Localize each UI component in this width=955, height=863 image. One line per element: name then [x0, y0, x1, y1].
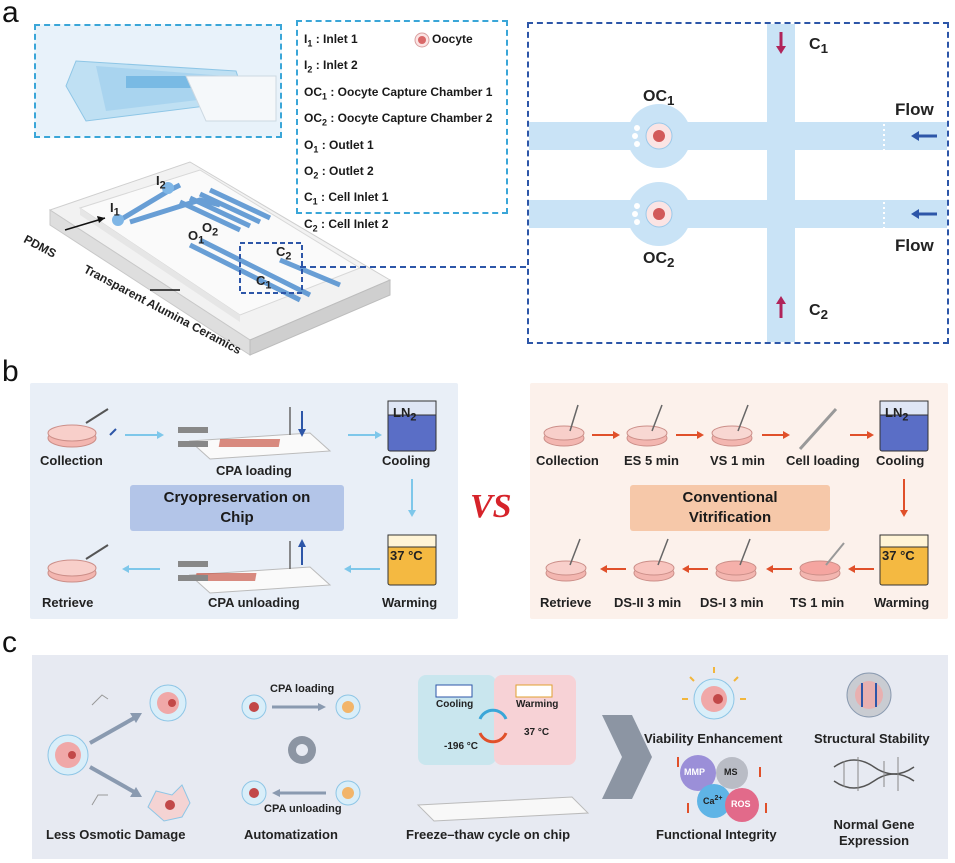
zoom-label-oc1: OC1 [643, 88, 675, 109]
chip-3d-diagram [48, 161, 392, 356]
oocyte-icon [414, 32, 430, 48]
ln2-label-right: LN2 [885, 405, 909, 424]
step-warming: Warming [382, 595, 438, 610]
chip-workflow-box: LN2 37 °C Collection CPA loading Cooling… [30, 383, 458, 619]
step-collection: Collection [40, 453, 103, 468]
label-i1: I1 [110, 200, 120, 219]
conv-title-line2: Vitrification [688, 509, 772, 526]
legend-item: C2 : Cell Inlet 2 [304, 216, 389, 234]
label-c2: C2 [276, 244, 292, 263]
chip-photo-frame [34, 24, 282, 138]
conv-title-line1: Conventional [682, 489, 778, 506]
conv-step-collection: Collection [536, 453, 599, 468]
chip-photo [36, 26, 280, 136]
legend-item: O2 : Outlet 2 [304, 163, 374, 181]
legend-item: I1 : Inlet 1 [304, 32, 358, 49]
conventional-workflow-graphics [543, 400, 929, 586]
conv-step-ds1: DS-I 3 min [700, 595, 764, 610]
chip-title-line1: Cryopreservation on [163, 489, 311, 506]
legend-item: OC2 : Oocyte Capture Chamber 2 [304, 111, 493, 128]
zoom-channels [529, 24, 947, 342]
panel-a-letter: a [2, 0, 19, 29]
label-c-cpa-loading: CPA loading [270, 683, 335, 695]
label-normal-gene-line2: Expression [838, 833, 910, 848]
chip-title-box: Cryopreservation on Chip [130, 485, 344, 531]
zoom-label-flow-1: Flow [895, 100, 934, 119]
conv-step-es: ES 5 min [624, 453, 679, 468]
ln2-label-left: LN2 [393, 405, 417, 424]
zoom-label-c2: C2 [809, 302, 828, 323]
conv-step-cooling: Cooling [876, 453, 925, 468]
zoom-label-c1: C1 [809, 36, 828, 57]
benefits-graphics [47, 667, 915, 822]
label-viability: Viability Enhancement [644, 731, 783, 746]
panel-c-letter: c [2, 626, 17, 659]
legend-box: I1 : Inlet 1 I2 : Inlet 2 OC1 : Oocyte C… [296, 20, 508, 233]
legend-oocyte-label: Oocyte [432, 32, 473, 46]
chip-title-line2: Chip [220, 509, 254, 526]
conv-step-ds2: DS-II 3 min [614, 595, 682, 610]
conv-step-cell-loading: Cell loading [786, 453, 860, 468]
conv-step-ts: TS 1 min [790, 595, 845, 610]
panel-b-letter: b [2, 355, 19, 388]
label-c1: C1 [256, 273, 272, 292]
zoom-label-oc2: OC2 [643, 250, 675, 271]
label-ros: ROS [731, 799, 751, 809]
conv-step-vs: VS 1 min [710, 453, 765, 468]
label-less-osmotic: Less Osmotic Damage [46, 827, 186, 842]
zoom-panel: C1 C2 OC1 OC2 Flow Flow [527, 22, 949, 344]
step-retrieve: Retrieve [42, 595, 94, 610]
conventional-workflow-box: LN2 37 °C Collection ES 5 min VS 1 min C… [530, 383, 948, 619]
zoom-label-flow-2: Flow [895, 236, 934, 255]
label-c-cpa-unloading: CPA unloading [264, 803, 342, 815]
step-cooling: Cooling [382, 453, 431, 468]
legend-item: OC1 : Oocyte Capture Chamber 1 [304, 84, 493, 102]
label-minus196: -196 °C [444, 741, 479, 752]
legend-list: I1 : Inlet 1 I2 : Inlet 2 OC1 : Oocyte C… [304, 28, 492, 239]
legend-item: C1 : Cell Inlet 1 [304, 190, 389, 207]
label-c-warming: Warming [516, 699, 559, 710]
conv-step-retrieve: Retrieve [540, 595, 592, 610]
label-i2: I2 [156, 173, 166, 192]
vs-label: VS [470, 488, 512, 525]
zoom-connector [300, 266, 528, 268]
label-mmp: MMP [684, 767, 705, 777]
label-c-cooling: Cooling [436, 699, 474, 710]
label-o2: O2 [202, 220, 219, 239]
step-cpa-unloading: CPA unloading [208, 595, 300, 610]
label-plus37: 37 °C [524, 727, 550, 738]
label-normal-gene: Normal Gene Expression [828, 817, 920, 849]
label-functional: Functional Integrity [656, 827, 777, 842]
chip-workflow-graphics [47, 400, 437, 594]
temp-label-right: 37 °C [882, 548, 915, 563]
label-structural: Structural Stability [814, 731, 930, 746]
legend-item: I2 : Inlet 2 [304, 58, 358, 75]
label-o1: O1 [188, 228, 205, 247]
label-ms: MS [724, 767, 738, 777]
conv-title-box: Conventional Vitrification [630, 485, 830, 531]
label-freeze-thaw: Freeze–thaw cycle on chip [406, 827, 571, 842]
step-cpa-loading: CPA loading [216, 463, 292, 478]
legend-item: O1 : Outlet 1 [304, 137, 374, 154]
temp-label-left: 37 °C [390, 548, 423, 563]
conv-step-warming: Warming [874, 595, 930, 610]
benefits-box: Less Osmotic Damage CPA loading CPA unlo… [32, 655, 948, 859]
label-ca: Ca2+ [703, 795, 723, 806]
label-normal-gene-line1: Normal Gene [833, 817, 915, 832]
label-automatization: Automatization [244, 827, 338, 842]
